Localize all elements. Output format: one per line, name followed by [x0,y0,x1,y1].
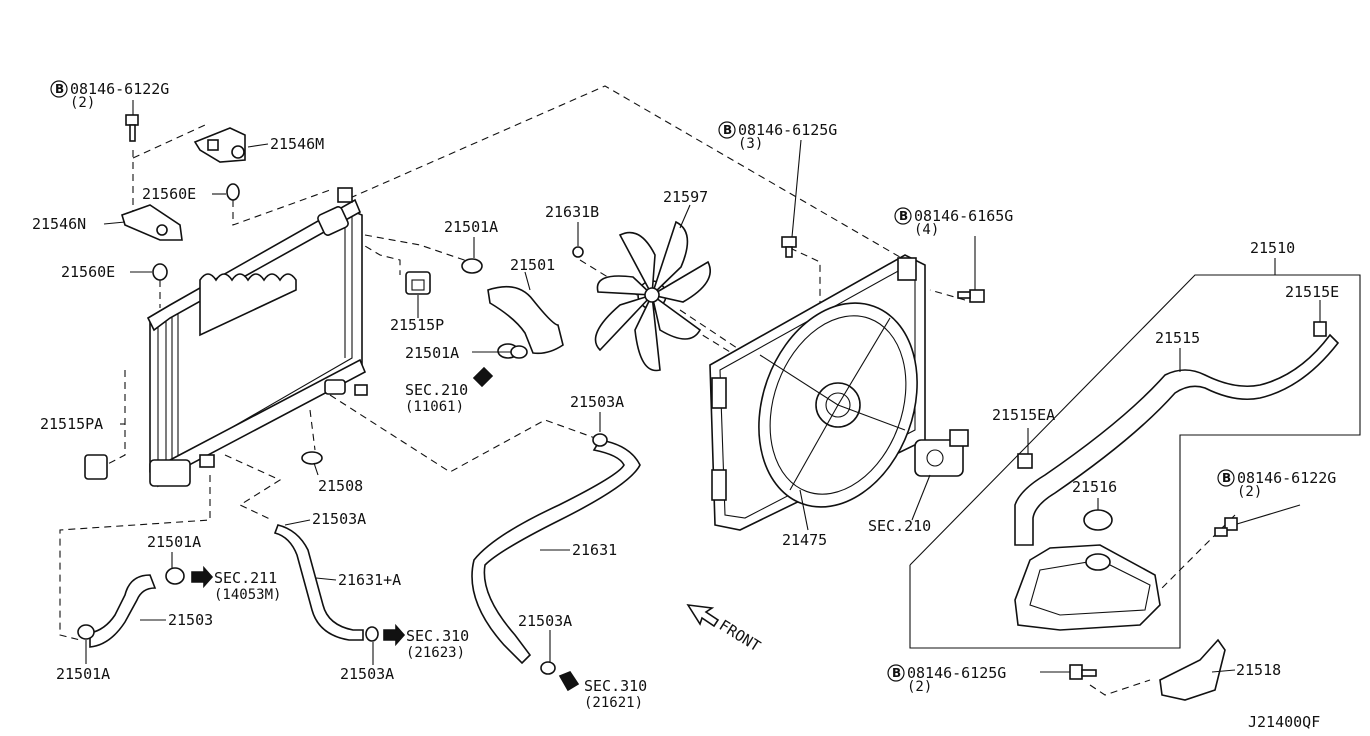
label-21510: 21510 [1250,239,1295,257]
front-label: FRONT [716,616,764,655]
label-21501a-bottom: 21501A [56,665,110,683]
bolt-callout-b2: B 08146-6125G (3) [718,121,837,152]
reservoir-clip-21515e [1313,321,1327,337]
bolt-08146-6122g-left [125,114,139,142]
label-21631b: 21631B [545,203,599,221]
diagram-code: J21400QF [1248,713,1320,731]
label-21501: 21501 [510,256,555,274]
bracket-21546n [121,204,183,241]
bolt-b-icon [887,664,905,682]
bolt-qty: (2) [907,679,932,695]
bolt-b-letter: B [55,82,64,96]
label-21508: 21508 [318,477,363,495]
label-21631: 21631 [572,541,617,559]
part-labels: 21546M 21560E 21546N 21560E 21515PA 2150… [32,135,1339,683]
sec-310a-ref: (21623) [406,645,465,661]
bolt-b-letter: B [1222,471,1231,485]
label-21503a-right: 21503A [518,612,572,630]
grommet-21508 [301,451,323,465]
label-21503a-left: 21503A [312,510,366,528]
fan-motor-connector [914,429,969,477]
bolt-callout-b3: B 08146-6165G (4) [894,207,1013,238]
bolt-08146-6165g-shroud [957,289,985,303]
upper-hose-21501 [461,258,564,359]
fan-21597 [572,220,711,372]
fan-shroud-21475 [709,254,926,531]
clip-21515pa [84,454,108,480]
bolt-b-icon [50,80,68,98]
label-21515: 21515 [1155,329,1200,347]
bracket-21546m [193,127,246,163]
sec-310a-name: SEC.310 [406,627,469,645]
label-21501a-upper: 21501A [444,218,498,236]
bolt-callout-b5: B 08146-6125G (2) [887,664,1006,695]
bolt-b-icon [1217,469,1235,487]
section-refs: SEC.210 (11061) SEC.211 (14053M) SEC.310… [214,381,647,711]
bolt-b-letter: B [723,123,732,137]
label-21518: 21518 [1236,661,1281,679]
bolt-b-letter: B [892,666,901,680]
bolt-08146-6125g-bottom [1069,664,1097,680]
reservoir-clip-21515ea [1017,453,1033,469]
label-21503a-top: 21503A [570,393,624,411]
label-21631a: 21631+A [338,571,401,589]
label-21560e: 21560E [61,263,115,281]
reservoir-cap-21516 [1083,509,1113,531]
bolt-code: 08146-6125G [738,121,837,139]
bolt-qty: (2) [1237,484,1262,500]
sec-210-name: SEC.210 [405,381,468,399]
label-21503: 21503 [168,611,213,629]
bolt-code: 08146-6165G [914,207,1013,225]
hose-21631 [471,433,641,675]
reservoir-frame-21510 [909,274,1361,649]
sec-310b-ref: (21621) [584,695,643,711]
grommet-21560e [152,263,168,281]
label-sec210-fan: SEC.210 [868,517,931,535]
reservoir-hose-21515 [1014,333,1340,546]
bolt-qty: (4) [914,222,939,238]
label-21546m: 21546M [270,135,324,153]
bolt-qty: (3) [738,136,763,152]
hose-21503 [77,567,185,648]
label-21501a-lower: 21501A [147,533,201,551]
label-21560e-top: 21560E [142,185,196,203]
bolt-08146-6122g-right [1214,517,1238,537]
bolt-b-icon [718,121,736,139]
clamp-21501a-hose [510,345,528,359]
label-21501a-mid: 21501A [405,344,459,362]
sec-310b-name: SEC.310 [584,677,647,695]
sec-211-name: SEC.211 [214,569,277,587]
bolt-b-icon [894,207,912,225]
leader-lines [85,100,1321,673]
bolt-callout-b1: B 08146-6122G (2) [50,80,169,111]
label-21597: 21597 [663,188,708,206]
bolt-b-letter: B [899,209,908,223]
bolt-qty: (2) [70,95,95,111]
sec-arrows [191,366,580,692]
radiator [146,187,368,488]
sec-211-ref: (14053M) [214,587,281,603]
bolt-code: 08146-6122G [1237,469,1336,487]
bolt-callout-b4: B 08146-6122G (2) [1217,469,1336,500]
label-21503a-bottom: 21503A [340,665,394,683]
clip-21515p [405,271,431,295]
bolt-code: 08146-6125G [907,664,1006,682]
reservoir-tank [1014,544,1161,631]
label-21516: 21516 [1072,478,1117,496]
label-21515e: 21515E [1285,283,1339,301]
sec-210-ref: (11061) [405,399,464,415]
bolt-08146-6125g-shroud [781,236,797,258]
hose-21631a [273,524,379,642]
front-arrow [686,603,720,628]
label-21475: 21475 [782,531,827,549]
label-21515ea: 21515EA [992,406,1055,424]
label-21515pa: 21515PA [40,415,103,433]
reservoir-bracket-21518 [1159,638,1226,701]
bolt-code: 08146-6122G [70,80,169,98]
label-21515p: 21515P [390,316,444,334]
grommet-21560e-top [226,183,240,201]
label-21546n: 21546N [32,215,86,233]
